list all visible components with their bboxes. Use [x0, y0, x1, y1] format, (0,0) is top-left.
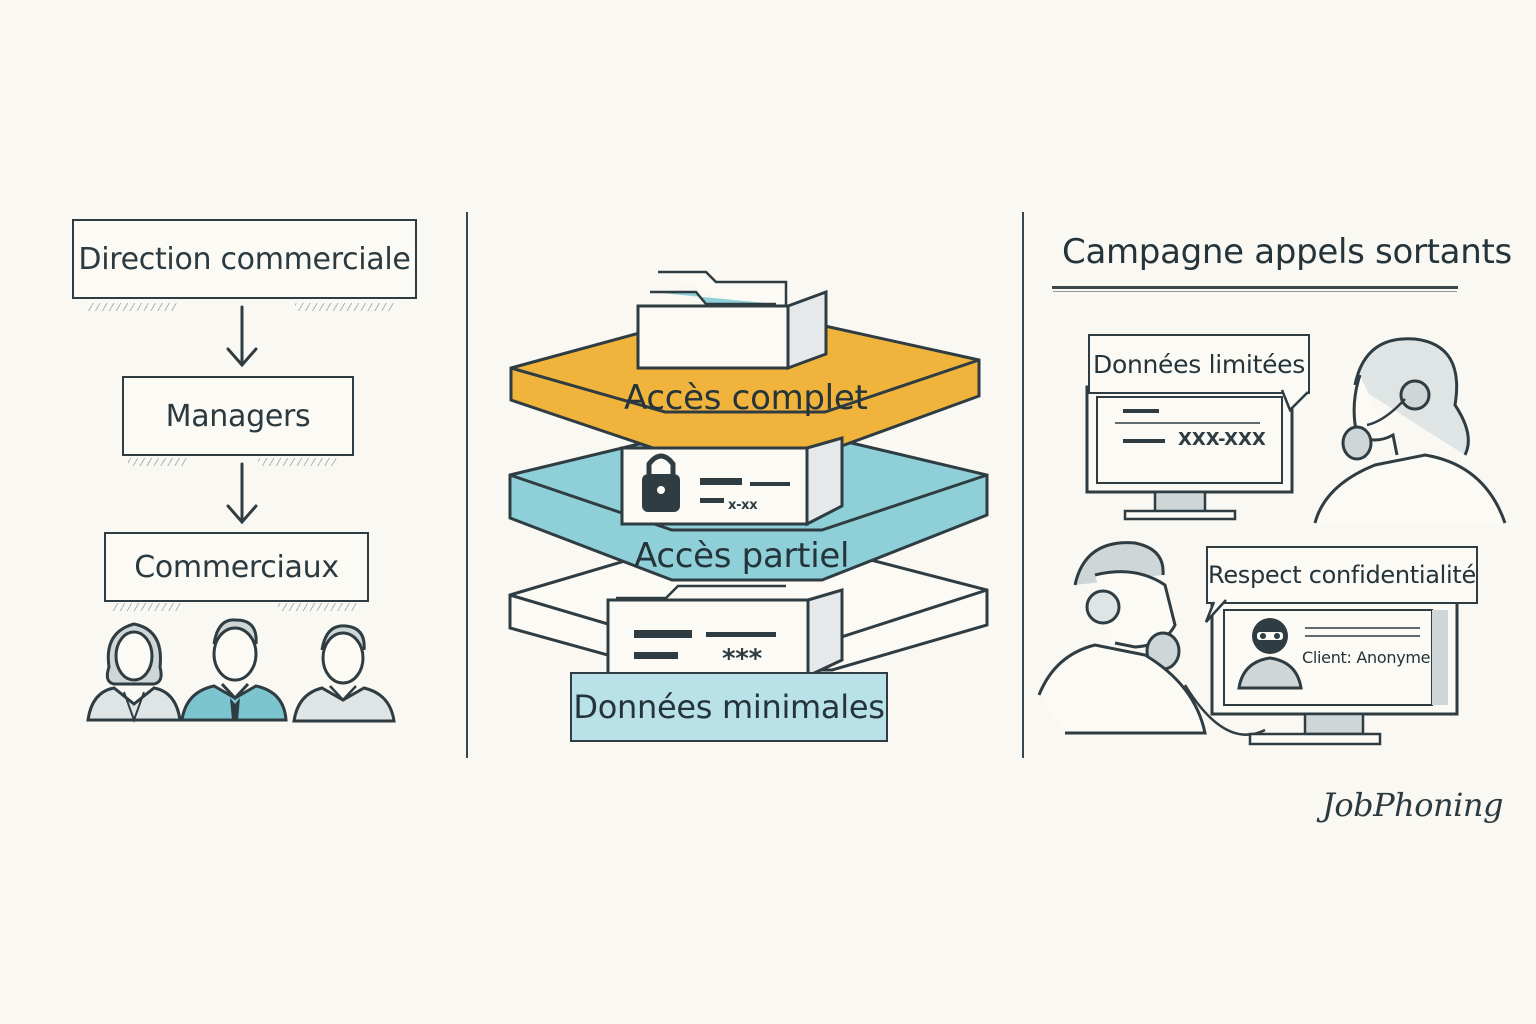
man-tie-icon [180, 618, 288, 722]
shadow-hatch [278, 603, 358, 611]
speech-bubble-1: Données limitées [1088, 334, 1310, 394]
arrow-down-icon [226, 462, 258, 525]
client-anonymous-label: Client: Anonyme [1302, 648, 1431, 667]
layer-label-complete: Accès complet [624, 378, 868, 418]
masked-text-partial: x-xx [728, 498, 758, 513]
campaign-title: Campagne appels sortants [1062, 232, 1512, 272]
shadow-hatch [88, 303, 178, 311]
speech-bubble-2: Respect confidentialité [1206, 546, 1478, 604]
layer-label-minimal: Données minimales [573, 688, 885, 726]
layer-complete [509, 324, 981, 454]
divider-left [466, 212, 468, 758]
title-underline [1052, 286, 1458, 289]
shadow-hatch [112, 603, 182, 611]
folder-box-full-icon [636, 270, 828, 371]
bubble-tail-icon [1204, 599, 1227, 623]
man-icon [292, 624, 396, 723]
monitor-1 [1085, 385, 1294, 521]
divider-right [1022, 212, 1024, 758]
masked-text-minimal: *** [722, 644, 762, 674]
anonymous-client-icon [1237, 618, 1303, 690]
bubble-tail-icon [1280, 389, 1309, 413]
masked-phone-1: XXX-XXX [1178, 429, 1266, 450]
layer-label-partial: Accès partiel [634, 536, 850, 576]
layer-label-minimal-box: Données minimales [570, 672, 888, 742]
level-direction-commerciale: Direction commerciale [72, 219, 417, 299]
agent-woman-headset-icon [1313, 337, 1507, 524]
folder-locked-card [620, 436, 844, 527]
level-managers: Managers [122, 376, 354, 456]
shadow-hatch [258, 458, 338, 466]
brand-signature: JobPhoning [1322, 786, 1503, 824]
arrow-down-icon [226, 305, 258, 368]
agent-man-headset-icon [1037, 541, 1266, 736]
shadow-hatch [295, 303, 395, 311]
level-commerciaux: Commerciaux [104, 532, 369, 602]
woman-icon [86, 622, 182, 723]
folder-minimal-card [606, 584, 844, 679]
shadow-hatch [128, 458, 188, 466]
